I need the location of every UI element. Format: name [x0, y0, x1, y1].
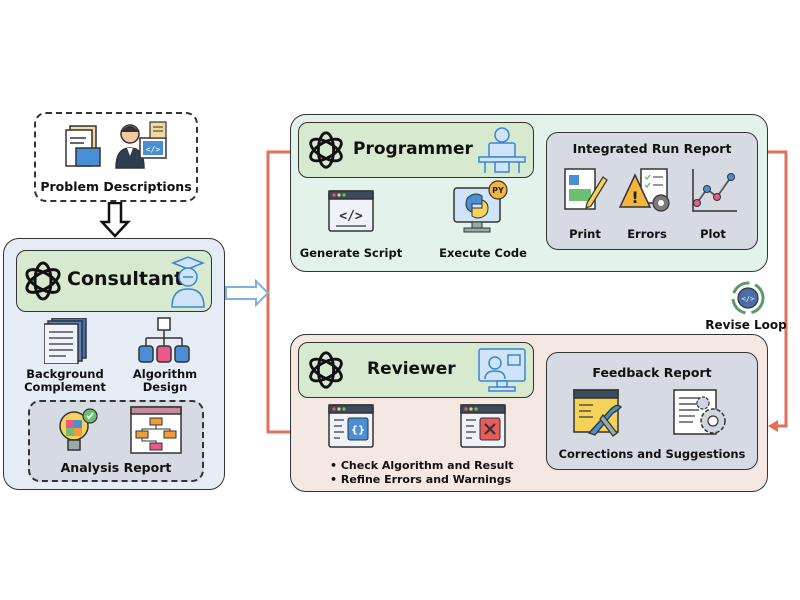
background-book-icon — [44, 318, 87, 364]
developer-icon: </> — [115, 121, 167, 169]
problem-down-arrow — [99, 201, 131, 238]
analysis-report-label: Analysis Report — [60, 460, 172, 475]
run-report-box: Integrated Run Report ! Print Errors Plo… — [546, 132, 758, 250]
errors-warning-icon: ! — [619, 168, 670, 212]
programmer-desk-icon — [478, 127, 526, 173]
reviewer-bullet-1: • Check Algorithm and Result — [330, 459, 514, 472]
svg-text:</>: </> — [339, 209, 363, 224]
reviewer-monitor-icon — [478, 348, 526, 392]
errors-label: Errors — [627, 227, 667, 241]
py-badge: PY — [492, 186, 504, 195]
reviewer-title: Reviewer — [367, 359, 456, 379]
settings-document-icon — [673, 389, 726, 435]
tools-window-icon — [573, 389, 622, 437]
generate-script-label: Generate Script — [299, 246, 403, 260]
revise-loop-icon: </> — [731, 281, 765, 315]
print-icon — [564, 168, 608, 210]
document-icon — [65, 125, 101, 167]
openai-logo-icon — [309, 351, 343, 389]
problem-box: </> Problem Descriptions — [34, 112, 198, 202]
execute-code-label: Execute Code — [439, 246, 527, 260]
python-monitor-icon: PY — [453, 180, 508, 233]
svg-text:!: ! — [631, 188, 638, 207]
feedback-report-title: Feedback Report — [592, 365, 712, 380]
feedback-subtitle: Corrections and Suggestions — [558, 447, 746, 461]
analysis-report-box: Analysis Report — [28, 400, 204, 482]
consultant-out-arrow — [225, 278, 270, 308]
reviewer-header: Reviewer — [298, 342, 534, 398]
svg-text:</>: </> — [146, 145, 161, 154]
revise-loop-label: Revise Loop — [705, 318, 787, 332]
right-bracket-arrow — [766, 150, 788, 428]
openai-logo-icon — [309, 131, 343, 169]
algorithm-tree-icon — [138, 317, 190, 363]
programmer-title: Programmer — [353, 139, 473, 159]
arrowhead-to-feedback — [768, 420, 778, 432]
svg-text:{}: {} — [351, 425, 365, 436]
print-label: Print — [569, 227, 601, 241]
plot-label: Plot — [700, 227, 726, 241]
script-window-icon: </> — [328, 190, 374, 232]
run-report-title: Integrated Run Report — [572, 141, 732, 156]
consultant-header: Consultant — [16, 250, 212, 312]
feedback-report-box: Feedback Report Corrections and Suggesti… — [546, 352, 758, 470]
problem-label: Problem Descriptions — [40, 179, 192, 194]
consultant-title: Consultant — [67, 268, 184, 290]
svg-text:</>: </> — [742, 295, 755, 303]
plot-chart-icon — [692, 169, 737, 212]
reviewer-bullet-2: • Refine Errors and Warnings — [330, 473, 512, 486]
left-bracket-arrow — [266, 150, 290, 434]
professor-icon — [170, 256, 206, 308]
idea-bulb-icon — [59, 408, 98, 451]
programmer-header: Programmer — [298, 122, 534, 178]
flowchart-icon — [130, 406, 182, 454]
error-window-icon — [460, 404, 506, 448]
code-check-window-icon: {} — [328, 404, 374, 448]
openai-logo-icon — [25, 261, 61, 301]
